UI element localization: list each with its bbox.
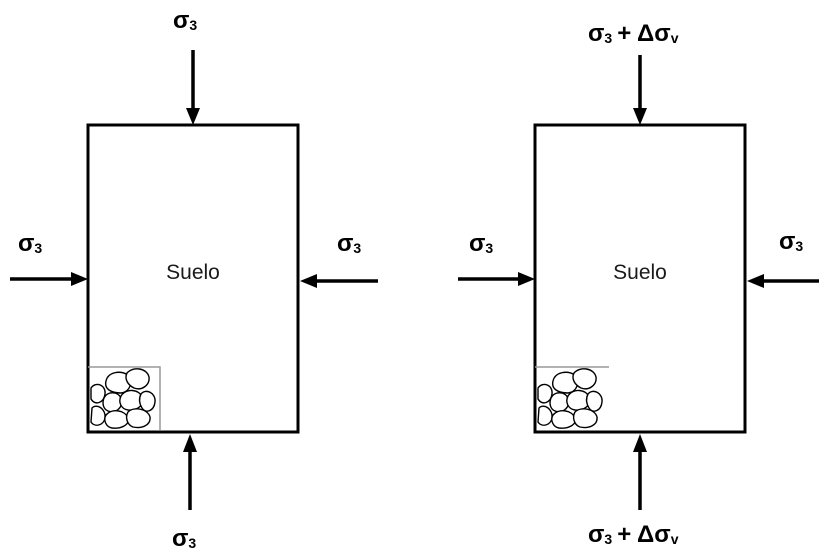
left-right-arrow-icon	[300, 274, 378, 288]
right-left-arrow-icon	[458, 272, 535, 286]
left-bottom-arrow-icon	[183, 434, 197, 510]
right-soil-grains-icon	[535, 366, 609, 429]
left-left-arrow-icon	[10, 272, 88, 286]
left-specimen: Suelo σ3 σ3	[10, 7, 378, 552]
right-top-arrow-icon	[633, 55, 647, 125]
right-bottom-sigma3-delta-label: σ3+ Δσv	[588, 521, 679, 548]
left-right-sigma3-label: σ3	[337, 230, 361, 257]
left-top-sigma3-label: σ3	[173, 7, 197, 34]
right-left-sigma3-label: σ3	[469, 230, 493, 257]
left-soil-label: Suelo	[166, 261, 220, 284]
right-soil-label: Suelo	[613, 261, 667, 284]
right-specimen: Suelo σ3+ Δσv σ3+ Δσv	[458, 20, 819, 548]
right-right-sigma3-label: σ3	[779, 228, 803, 255]
left-soil-grains-icon	[88, 366, 161, 430]
left-bottom-sigma3-label: σ3	[172, 525, 196, 552]
right-top-sigma3-delta-label: σ3+ Δσv	[588, 20, 679, 47]
right-right-arrow-icon	[747, 274, 819, 288]
right-soil-box	[533, 123, 747, 434]
left-left-sigma3-label: σ3	[18, 230, 42, 257]
right-bottom-arrow-icon	[633, 434, 647, 510]
left-top-arrow-icon	[186, 50, 200, 125]
